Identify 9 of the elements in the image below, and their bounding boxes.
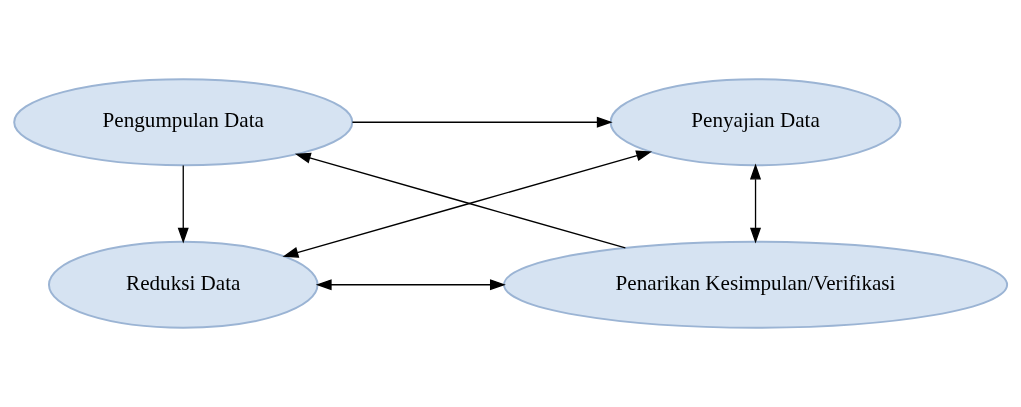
- arrow: [315, 279, 506, 291]
- arrow: [749, 163, 762, 244]
- node-ellipse: Penyajian Data: [609, 78, 902, 167]
- arrow: [351, 116, 613, 128]
- arrow: [177, 164, 189, 244]
- node-ellipse: Penarikan Kesimpulan/Verifikasi: [503, 240, 1009, 329]
- arrow: [294, 152, 626, 249]
- arrow: [282, 150, 653, 258]
- node-ellipse: Reduksi Data: [47, 240, 319, 329]
